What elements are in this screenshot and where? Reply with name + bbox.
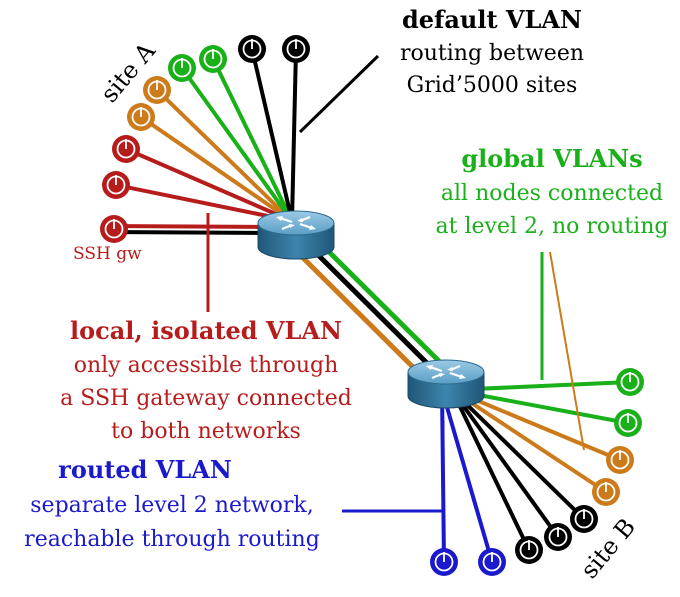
- link-site-a-6: [211, 57, 294, 223]
- pointer-orange-vlan: [549, 251, 585, 451]
- default-vlan-annotation: default VLAN routing between Grid’5000 s…: [400, 5, 584, 98]
- link-site-a-5: [180, 66, 294, 223]
- site-b-node: [592, 478, 620, 506]
- router-icon: [276, 215, 316, 231]
- router-site-b: [407, 359, 485, 409]
- site-b-node: [430, 548, 458, 576]
- vlan-links: [112, 47, 632, 564]
- link-site-b-4: [450, 388, 586, 521]
- routed-vlan-title: routed VLAN: [58, 455, 232, 484]
- site-b-node: [614, 409, 642, 437]
- ssh-gateway-node: [100, 215, 128, 243]
- site-b-node: [616, 368, 644, 396]
- default-vlan-line1: routing between: [400, 41, 584, 66]
- link-site-a-7: [250, 47, 294, 223]
- link-site-b-5: [450, 388, 608, 494]
- global-vlans-annotation: global VLANs all nodes connected at leve…: [436, 144, 669, 239]
- default-vlan-line2: Grid’5000 sites: [407, 73, 578, 98]
- compute-nodes: [100, 35, 644, 576]
- site-b-node: [544, 523, 572, 551]
- annotation-pointers: [206, 54, 585, 513]
- site-a-node: [168, 54, 196, 82]
- router-icon: [426, 364, 466, 380]
- link-site-a-8: [290, 47, 298, 223]
- global-vlans-line1: all nodes connected: [441, 181, 663, 206]
- link-global-inter-router: [303, 226, 459, 381]
- local-vlan-line2: a SSH gateway connected: [60, 386, 352, 411]
- router-site-a: [257, 210, 335, 260]
- link-site-b-3: [450, 388, 560, 539]
- pointer-routed-vlan: [342, 420, 445, 513]
- local-vlan-line1: only accessible through: [74, 353, 339, 378]
- global-vlans-line2: at level 2, no routing: [436, 214, 669, 239]
- link-site-b-1: [440, 388, 494, 564]
- site-a-node: [102, 171, 130, 199]
- local-vlan-title: local, isolated VLAN: [70, 316, 342, 345]
- local-vlan-line3: to both networks: [111, 419, 301, 444]
- site-a-node: [199, 45, 227, 73]
- site-b-node: [606, 446, 634, 474]
- routed-vlan-line1: separate level 2 network,: [30, 493, 313, 518]
- link-ssh-gw-local: [112, 224, 278, 229]
- local-vlan-annotation: local, isolated VLAN only accessible thr…: [60, 316, 352, 444]
- global-vlans-title: global VLANs: [461, 144, 642, 173]
- site-b-node: [515, 536, 543, 564]
- routed-vlan-annotation: routed VLAN separate level 2 network, re…: [24, 455, 320, 552]
- pointer-default-vlan: [298, 54, 380, 134]
- site-a-node: [112, 135, 140, 163]
- ssh-gw-label: SSH gw: [73, 244, 142, 264]
- default-vlan-title: default VLAN: [402, 5, 582, 34]
- site-a-node: [238, 35, 266, 63]
- link-site-a-2: [124, 147, 294, 223]
- link-site-a-4: [155, 88, 294, 223]
- site-b-node: [570, 505, 598, 533]
- site-a-node: [143, 76, 171, 104]
- link-site-a-1: [114, 183, 294, 223]
- link-default-inter-router: [295, 232, 451, 387]
- link-site-b-2: [450, 388, 531, 552]
- site-b-node: [478, 548, 506, 576]
- routed-vlan-line2: reachable through routing: [24, 527, 320, 552]
- site-a-node: [282, 35, 310, 63]
- link-site-a-3: [139, 115, 294, 223]
- link-orange-inter-router: [283, 238, 439, 393]
- site-a-node: [127, 103, 155, 131]
- link-ssh-gw-default: [112, 230, 278, 235]
